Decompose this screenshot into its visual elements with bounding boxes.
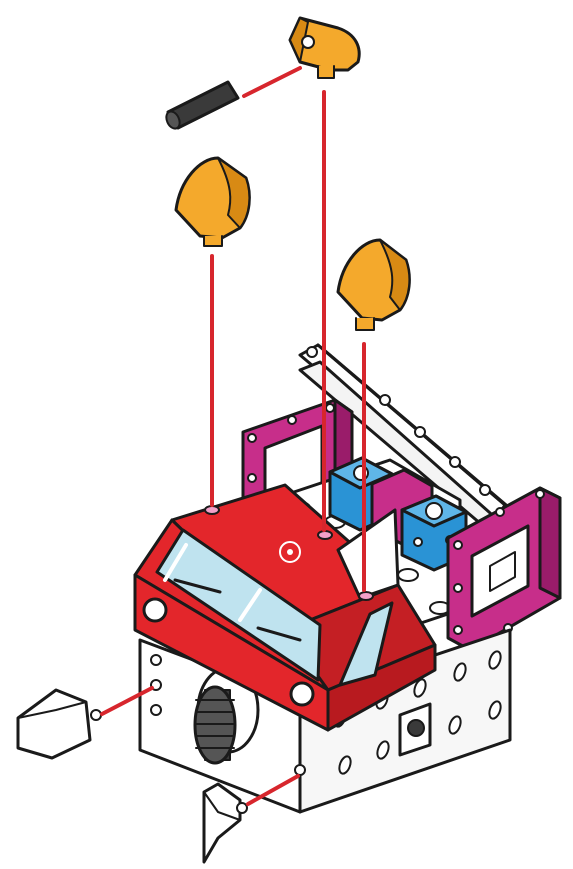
headlight-cap-left <box>18 690 101 758</box>
headlight-cap-right <box>204 784 247 862</box>
axle-pin <box>164 82 238 131</box>
guide-line-pin <box>244 68 300 96</box>
roof-curved-piece-right <box>338 240 409 330</box>
roof-curved-piece-left <box>176 158 249 246</box>
